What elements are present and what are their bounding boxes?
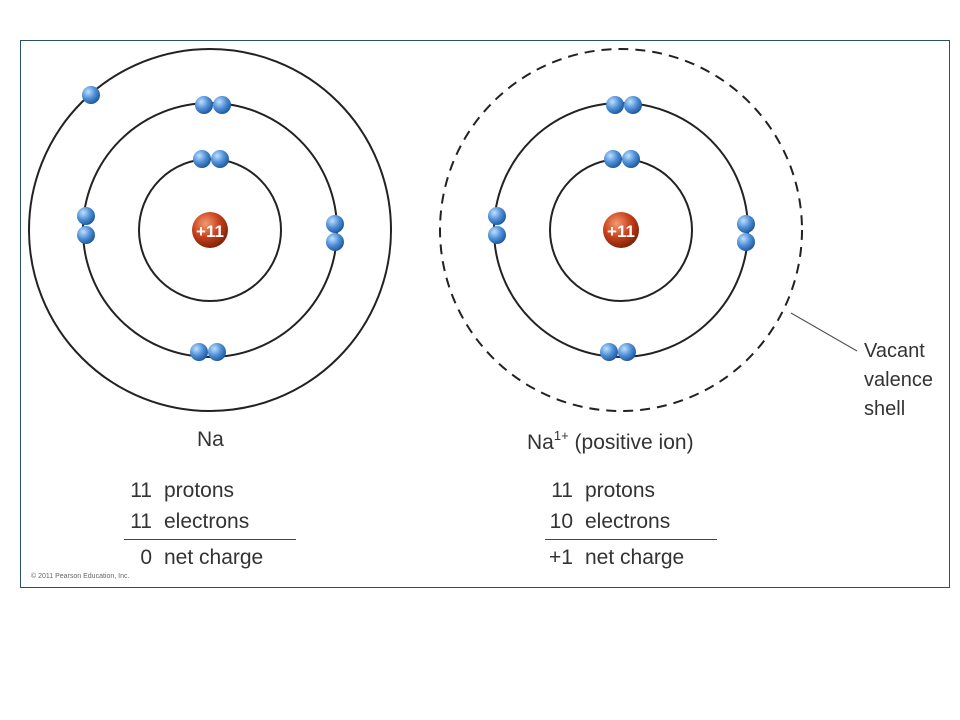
electron [618, 343, 636, 361]
ion-nucleus-charge-label: +11 [607, 222, 635, 241]
ion-protons-count: 11 [551, 479, 573, 502]
na-nucleus-charge-label: +11 [196, 222, 224, 241]
electron [208, 343, 226, 361]
na-electrons [77, 86, 344, 361]
copyright-notice: © 2011 Pearson Education, Inc. [31, 573, 130, 580]
electron [195, 96, 213, 114]
electron [737, 215, 755, 233]
electron [213, 96, 231, 114]
na-title: Na [197, 428, 224, 452]
electron [193, 150, 211, 168]
ion-electrons [488, 96, 755, 361]
electron [606, 96, 624, 114]
ion-vacant-valence-shell [439, 48, 803, 412]
na-symbol: Na [197, 428, 224, 451]
ion-electrons-row: 10 electrons [529, 506, 717, 537]
electron [604, 150, 622, 168]
bohr-model-svg: +11 +11 [28, 48, 858, 412]
electron [488, 226, 506, 244]
ion-electrons-label: electrons [585, 510, 671, 533]
ion-electrons-count: 10 [549, 510, 573, 533]
ion-charge-superscript: 1+ [553, 428, 569, 443]
ion-net-charge-label: net charge [585, 546, 685, 569]
na-net-charge-label: net charge [164, 546, 264, 569]
callout-line: Vacant [864, 340, 925, 362]
ion-protons-label: protons [585, 479, 656, 502]
ion-nucleus: +11 [603, 212, 639, 248]
electron [77, 207, 95, 225]
na-ledger: 11 protons 11 electrons 0 net charge [108, 475, 296, 573]
na-sum-rule [124, 539, 296, 540]
na-net-charge-value: 0 [140, 546, 152, 569]
na-electrons-label: electrons [164, 510, 250, 533]
ion-sum-rule [545, 539, 717, 540]
electron [326, 215, 344, 233]
ion-ledger: 11 protons 10 electrons +1 net charge [529, 475, 717, 573]
na-net-charge-row: 0 net charge [108, 542, 296, 573]
na-protons-row: 11 protons [108, 475, 296, 506]
callout-line: valence [864, 369, 933, 391]
na-protons-label: protons [164, 479, 235, 502]
electron [737, 233, 755, 251]
callout-leader-line [790, 312, 858, 352]
electron [600, 343, 618, 361]
ion-description: (positive ion) [574, 431, 694, 454]
electron [77, 226, 95, 244]
ion-symbol: Na [527, 431, 554, 454]
electron [326, 233, 344, 251]
na-electrons-row: 11 electrons [108, 506, 296, 537]
diagram-figure: +11 +11 [20, 40, 950, 588]
callout-line: shell [864, 398, 906, 420]
na-electrons-count: 11 [130, 510, 152, 533]
na-nucleus: +11 [192, 212, 228, 248]
electron [211, 150, 229, 168]
electron [488, 207, 506, 225]
vacant-valence-shell-callout: Vacant valence shell [864, 337, 933, 424]
electron [622, 150, 640, 168]
electron [624, 96, 642, 114]
ion-net-charge-row: +1 net charge [529, 542, 717, 573]
ion-net-charge-value: +1 [549, 546, 573, 569]
ion-protons-row: 11 protons [529, 475, 717, 506]
electron [190, 343, 208, 361]
valence-electron [82, 86, 100, 104]
ion-title: Na1+ (positive ion) [527, 428, 694, 455]
na-shell-3-valence [28, 48, 392, 412]
na-protons-count: 11 [130, 479, 152, 502]
